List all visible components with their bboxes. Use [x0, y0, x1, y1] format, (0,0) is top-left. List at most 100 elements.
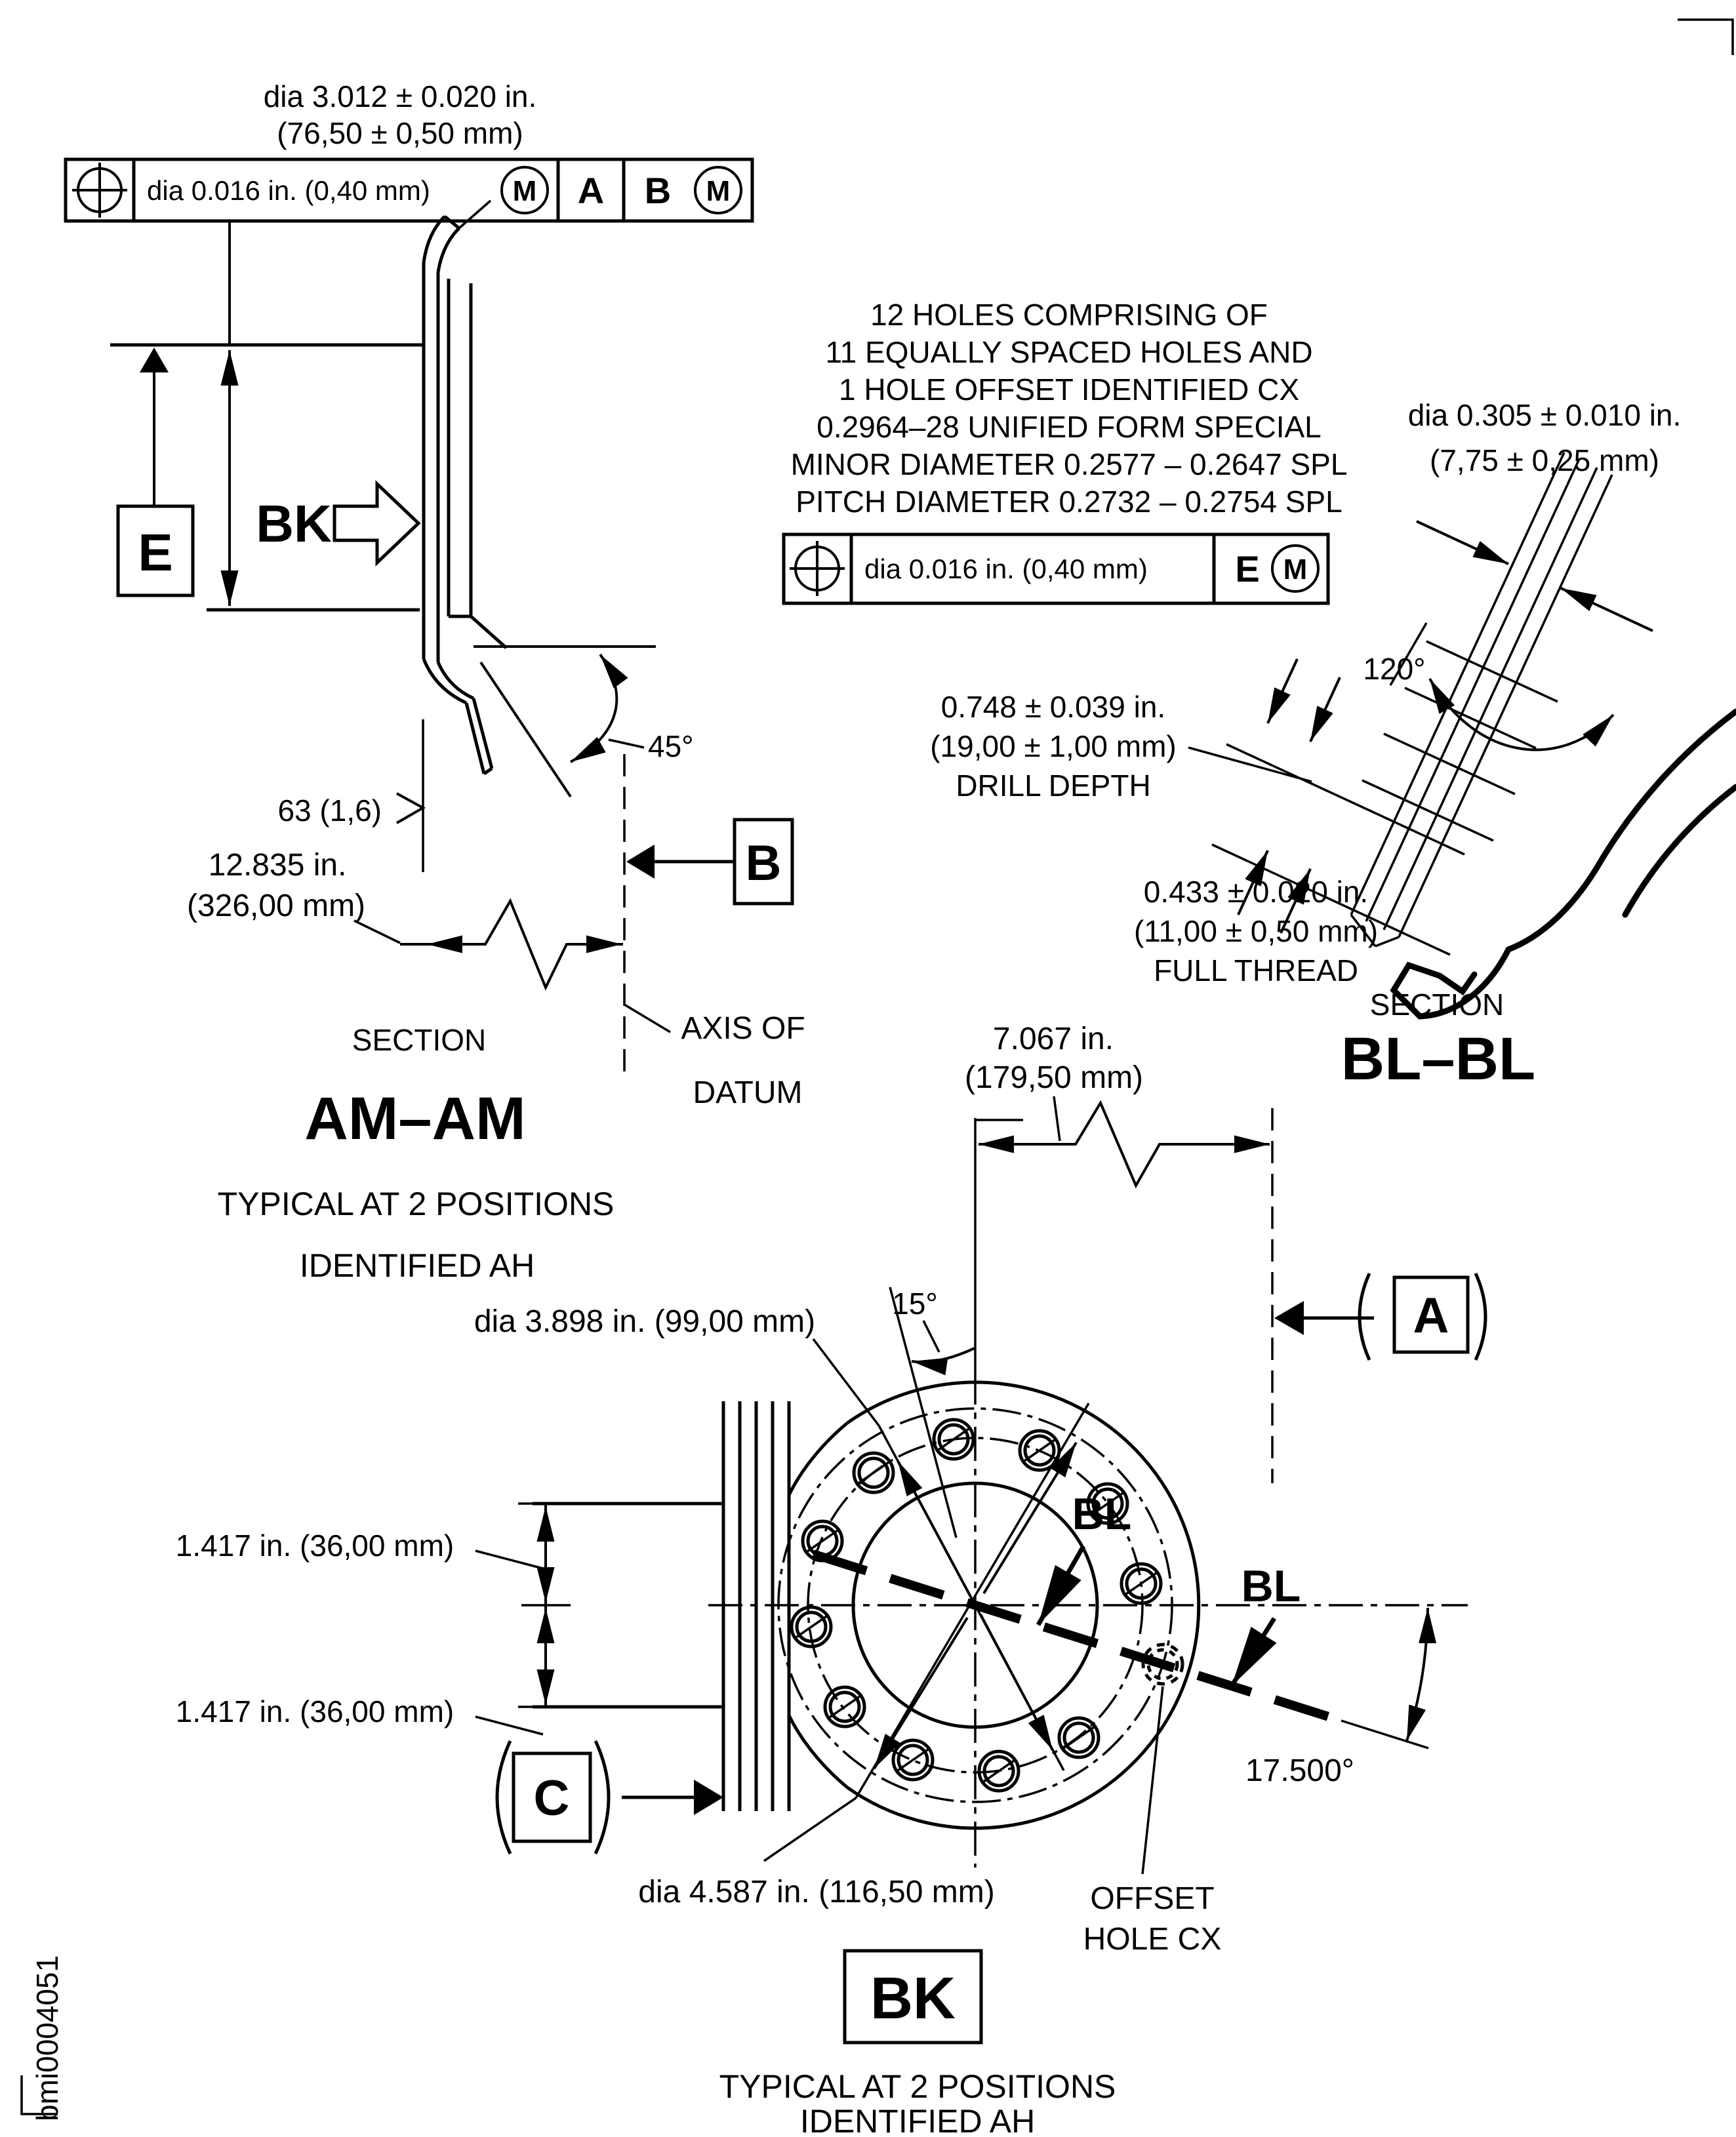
- svg-text:E: E: [138, 523, 172, 582]
- datum-a-box: [1392, 1275, 1470, 1354]
- fcf2-tolerance: dia 0.016 in. (0,40 mm): [864, 553, 1148, 584]
- view-direction-arrow-icon: [333, 480, 421, 567]
- surface-finish-icon: [396, 792, 426, 824]
- radial-dims-1417: 1.417 in. (36,00 mm) 1.417 in. (36,00 mm…: [176, 1502, 571, 1736]
- angle-15-dim: 15°: [889, 1287, 975, 1538]
- bolt-hole: [1086, 1482, 1129, 1525]
- dia-3898-label: dia 3.898 in. (99,00 mm): [474, 1304, 815, 1339]
- flange-outline: [708, 1370, 1468, 1867]
- offset-dim-7067: 7.067 in. (179,50 mm): [965, 1022, 1274, 1483]
- angle-15-label: 15°: [892, 1287, 938, 1321]
- datum-c-target: C: [495, 1740, 723, 1855]
- bolt-hole: [823, 1685, 866, 1728]
- paren-icon: [594, 1740, 611, 1855]
- corner-mark-bottom-left: [20, 2075, 58, 2115]
- section-am-prefix: SECTION: [352, 1023, 486, 1057]
- dia-4587-label: dia 4.587 in. (116,50 mm): [638, 1875, 994, 1909]
- datum-triangle-icon: [140, 348, 169, 372]
- paren-icon: [1358, 1272, 1371, 1361]
- holes-note-line: MINOR DIAMETER 0.2577 – 0.2647 SPL: [791, 447, 1348, 481]
- svg-text:M: M: [513, 175, 537, 207]
- section-am-view: dia 3.012 ± 0.020 in. (76,50 ± 0,50 mm) …: [64, 79, 805, 1284]
- dim-7067-mm: (179,50 mm): [965, 1060, 1143, 1095]
- chamfer-45-dim: 45°: [474, 645, 694, 798]
- offset-hole-note: OFFSET: [1090, 1881, 1214, 1916]
- svg-text:C: C: [534, 1770, 570, 1826]
- bolt-hole: [852, 1451, 895, 1494]
- svg-text:M: M: [1283, 553, 1308, 586]
- cut-line: [811, 1549, 1343, 1725]
- drill-depth-in: 0.748 ± 0.039 in.: [941, 690, 1165, 724]
- hole-dia-in: dia 0.305 ± 0.010 in.: [1408, 398, 1682, 432]
- bk-flange-view: 7.067 in. (179,50 mm) A 15°: [176, 1022, 1487, 2137]
- fcf1-datum-a: A: [578, 170, 604, 211]
- angle-175-label: 17.500°: [1245, 1753, 1354, 1788]
- fcf1-datum-b: B: [645, 170, 671, 211]
- dia-3012-dim-mm: (76,50 ± 0,50 mm): [277, 116, 523, 150]
- bk-title: BK TYPICAL AT 2 POSITIONS IDENTIFIED AH: [719, 1949, 1116, 2137]
- bolt-hole: [1120, 1562, 1163, 1605]
- section-am-title: AM–AM: [304, 1085, 525, 1152]
- axis-of-datum-note: AXIS OF: [681, 1011, 805, 1046]
- mmc-symbol-icon: [1271, 544, 1320, 593]
- datum-a-target: A: [1274, 1272, 1487, 1361]
- section-am-note1: TYPICAL AT 2 POSITIONS: [218, 1186, 615, 1222]
- bl-hole-geometry: [1188, 452, 1736, 1020]
- datum-triangle-icon: [694, 1780, 723, 1815]
- dim-12835-mm: (326,00 mm): [187, 889, 365, 923]
- length-dim-12835: 12.835 in. (326,00 mm): [187, 719, 626, 1075]
- full-thread-mm: (11,00 ± 0,50 mm): [1134, 914, 1378, 948]
- svg-text:B: B: [746, 835, 782, 891]
- bolt-circle-dim: dia 3.898 in. (99,00 mm): [474, 1304, 1065, 1771]
- drill-depth-label: DRILL DEPTH: [956, 769, 1150, 803]
- cutting-plane-bl: BL BL: [811, 1489, 1343, 1725]
- fcf2-datum-e: E: [1235, 548, 1259, 589]
- datum-triangle-icon: [1274, 1301, 1304, 1335]
- cut-label-bl-1: BL: [1072, 1489, 1132, 1539]
- offset-hole-note: HOLE CX: [1083, 1922, 1222, 1957]
- full-thread-in: 0.433 ± 0.020 in.: [1144, 875, 1368, 909]
- offset-hole-cx: OFFSET HOLE CX: [1083, 1643, 1222, 1957]
- datum-triangle-icon: [626, 845, 655, 879]
- angle-120-label: 120°: [1363, 652, 1425, 686]
- bk-view-arrow-label: BK: [256, 494, 332, 553]
- bk-note1: TYPICAL AT 2 POSITIONS: [719, 2068, 1116, 2105]
- offset-hole-leader: [1141, 1686, 1164, 1875]
- surface-finish-value: 63 (1,6): [277, 793, 382, 828]
- surface-finish-callout: 63 (1,6): [277, 792, 426, 828]
- datum-b-box: [733, 818, 794, 906]
- mmc-symbol-icon: [500, 166, 549, 214]
- bk-note2: IDENTIFIED AH: [800, 2103, 1035, 2137]
- offset-circle-dim: dia 4.587 in. (116,50 mm): [638, 1403, 1090, 1909]
- axis-leader: [624, 1003, 671, 1033]
- bolt-hole: [932, 1418, 975, 1461]
- datum-c-box: [512, 1751, 592, 1843]
- dim-1417-upper: 1.417 in. (36,00 mm): [176, 1528, 454, 1563]
- hole-dia-mm: (7,75 ± 0,25 mm): [1430, 443, 1659, 477]
- dim-12835-in: 12.835 in.: [209, 848, 347, 883]
- paren-icon: [495, 1740, 512, 1855]
- dim-1417-lower: 1.417 in. (36,00 mm): [176, 1694, 454, 1728]
- drill-depth-mm: (19,00 ± 1,00 mm): [930, 729, 1177, 763]
- holes-note-line: 11 EQUALLY SPACED HOLES AND: [825, 335, 1312, 369]
- bk-view-label: BK: [870, 1966, 956, 2031]
- section-bl-title: BL–BL: [1341, 1026, 1535, 1092]
- corner-mark-top-right: [1678, 18, 1734, 55]
- feature-control-frame-2: dia 0.016 in. (0,40 mm) E M: [782, 532, 1330, 605]
- feature-control-frame-1: dia 0.016 in. (0,40 mm) M A B M: [64, 157, 754, 223]
- fcf1-frame: [64, 157, 754, 223]
- paren-icon: [1474, 1272, 1487, 1361]
- holes-note-line: 12 HOLES COMPRISING OF: [870, 298, 1268, 332]
- mmc-symbol-icon: [694, 166, 742, 214]
- datum-b-target: B: [626, 818, 794, 906]
- section-bl-prefix: SECTION: [1370, 988, 1504, 1022]
- offset-angle-dim: 17.500°: [1245, 1607, 1437, 1788]
- angle-45-label: 45°: [648, 729, 694, 763]
- datum-e-target: E: [116, 348, 195, 597]
- bolt-holes: [790, 1418, 1163, 1793]
- bk-box: [843, 1949, 983, 2045]
- full-thread-label: FULL THREAD: [1154, 953, 1358, 988]
- svg-text:A: A: [1413, 1288, 1449, 1344]
